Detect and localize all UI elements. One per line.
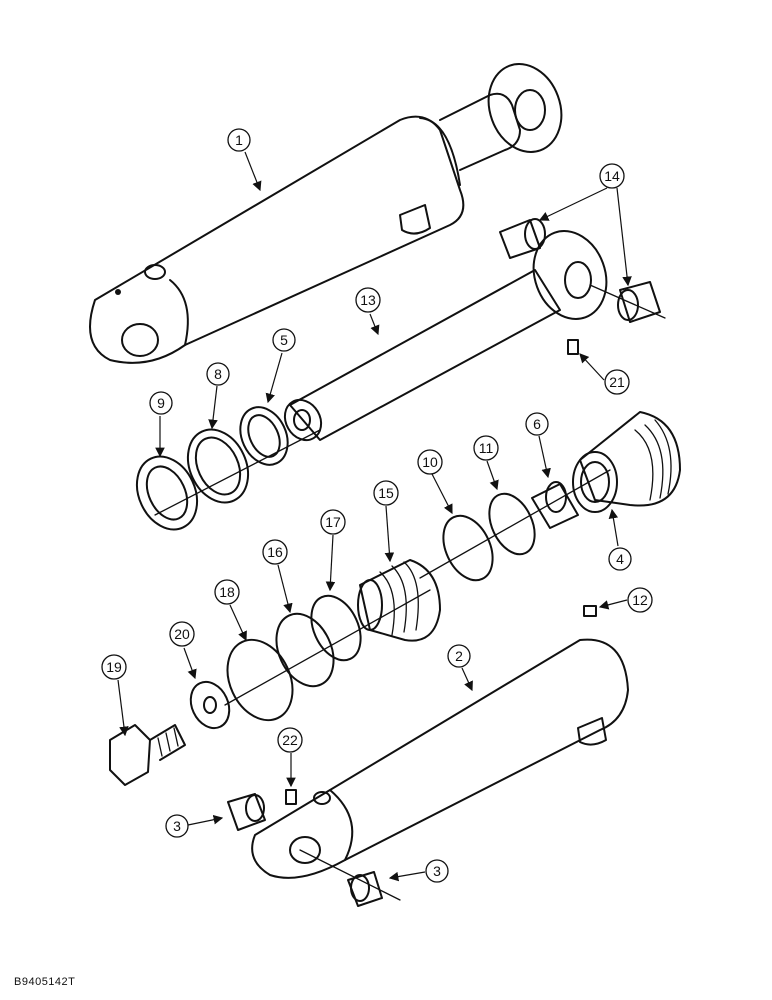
callout-2: 2 (447, 644, 471, 668)
bushing-pair (499, 218, 661, 323)
callout-17: 17 (320, 509, 346, 535)
svg-text:4: 4 (616, 551, 624, 567)
callout-19: 19 (101, 654, 127, 680)
svg-text:14: 14 (604, 168, 620, 184)
callout-21: 21 (604, 369, 630, 395)
svg-text:20: 20 (174, 626, 190, 642)
callout-8: 8 (206, 362, 230, 386)
svg-text:12: 12 (632, 592, 648, 608)
svg-text:11: 11 (479, 440, 494, 456)
callout-22: 22 (277, 727, 303, 753)
callout-6: 6 (525, 412, 549, 436)
svg-text:8: 8 (214, 366, 222, 382)
svg-text:13: 13 (360, 292, 376, 308)
callout-16: 16 (262, 539, 288, 565)
rod-seals (135, 406, 321, 531)
callouts: 1 2 3 3 4 5 6 8 9 10 11 12 13 14 15 16 1… (101, 128, 653, 883)
callout-18: 18 (214, 579, 240, 605)
barrel-assembly (89, 63, 563, 364)
leader-lines (117, 151, 632, 882)
callout-11: 11 (473, 435, 499, 461)
svg-text:15: 15 (378, 485, 394, 501)
svg-text:16: 16 (267, 544, 283, 560)
callout-12: 12 (627, 587, 653, 613)
callout-13: 13 (355, 287, 381, 313)
svg-text:17: 17 (325, 514, 341, 530)
svg-text:3: 3 (173, 818, 181, 834)
callout-14: 14 (599, 163, 625, 189)
drawing-number: B9405142T (14, 976, 76, 988)
callout-3: 3 (425, 859, 449, 883)
svg-text:19: 19 (106, 659, 122, 675)
piston-rod (283, 230, 666, 442)
svg-text:3: 3 (433, 863, 441, 879)
callout-4: 4 (608, 547, 632, 571)
callout-15: 15 (373, 480, 399, 506)
svg-text:9: 9 (157, 395, 165, 411)
callout-20: 20 (169, 621, 195, 647)
callout-1: 1 (227, 128, 251, 152)
washer-and-bolt (109, 680, 231, 786)
svg-text:6: 6 (533, 416, 541, 432)
callout-10: 10 (417, 449, 443, 475)
svg-text:1: 1 (235, 132, 243, 148)
svg-text:22: 22 (282, 732, 298, 748)
svg-text:18: 18 (219, 584, 235, 600)
gland-assembly (419, 411, 681, 582)
grease-fittings (285, 339, 597, 805)
callout-5: 5 (272, 328, 296, 352)
svg-text:10: 10 (422, 454, 438, 470)
callout-3: 3 (165, 814, 189, 838)
piston-assembly (224, 559, 441, 722)
callout-9: 9 (149, 391, 173, 415)
svg-text:5: 5 (280, 332, 288, 348)
barrel (227, 638, 629, 907)
svg-text:2: 2 (455, 648, 463, 664)
svg-text:21: 21 (609, 374, 625, 390)
